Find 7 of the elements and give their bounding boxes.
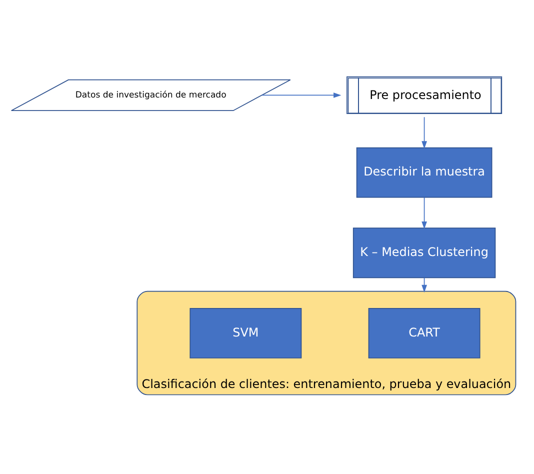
- arrow: [422, 196, 427, 229]
- node-box: K – Medias Clustering: [352, 227, 496, 278]
- node-box: Describir la muestra: [356, 146, 492, 198]
- arrow: [422, 116, 427, 148]
- arrow: [262, 92, 342, 98]
- node-box: CART: [368, 308, 480, 358]
- node-box: SVM: [190, 308, 302, 358]
